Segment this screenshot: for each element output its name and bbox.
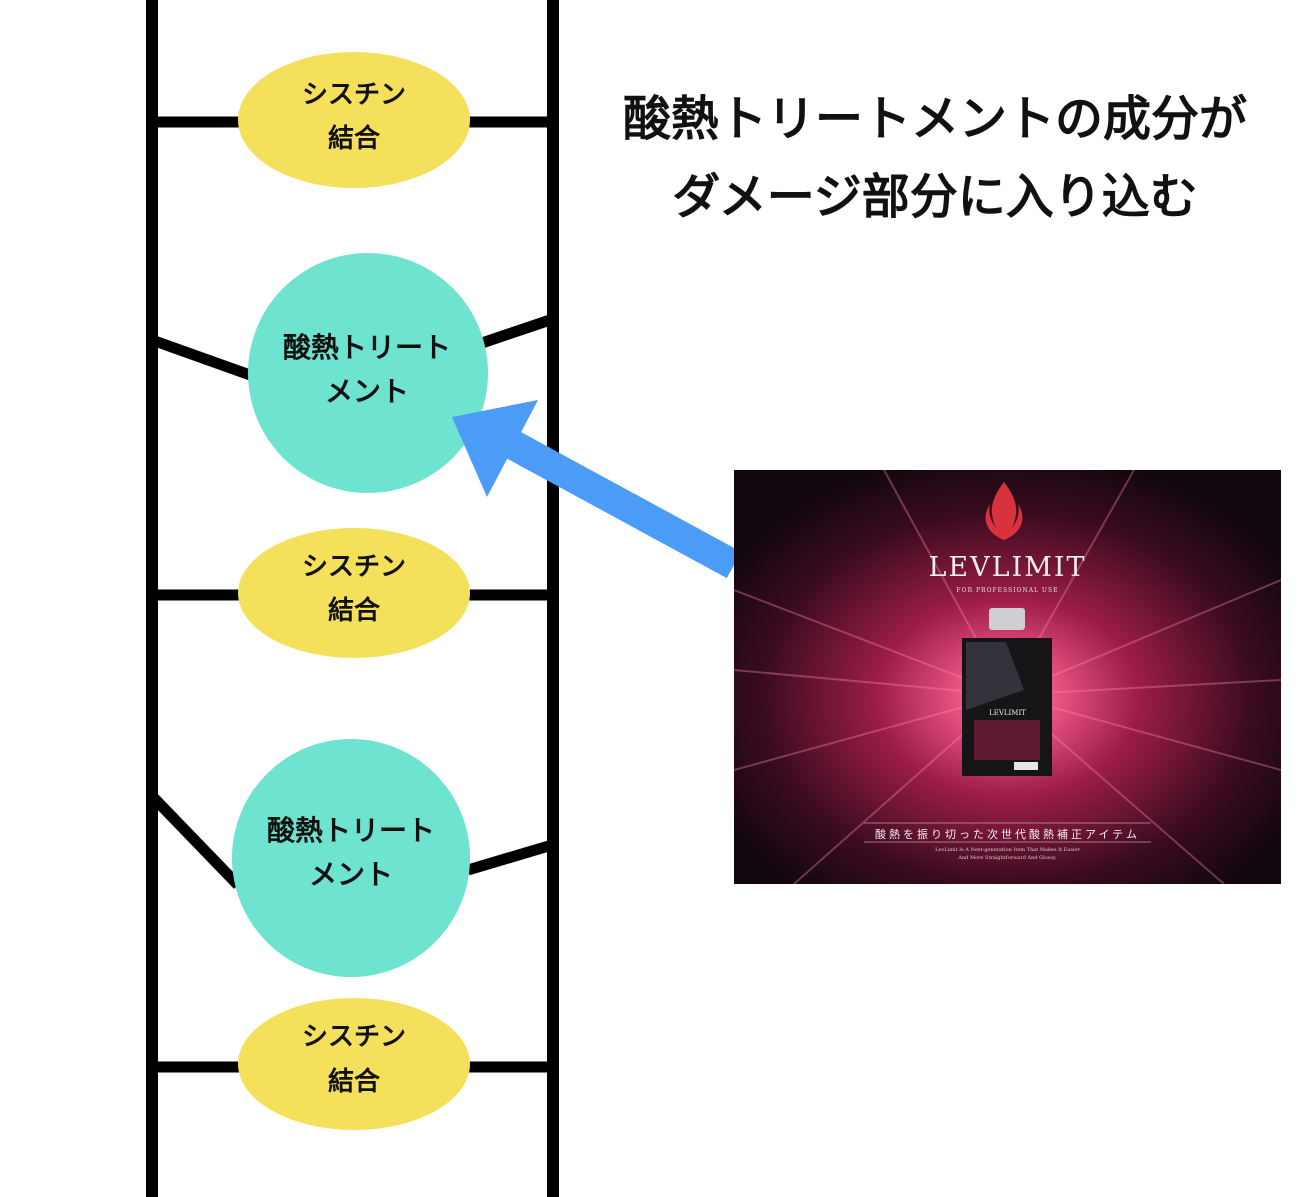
- product-pouch: [962, 608, 1052, 776]
- node-label-line2: 結合: [328, 1066, 381, 1097]
- cystine-bond-node: シスチン 結合: [238, 52, 470, 188]
- product-image: LEVLIMIT FOR PROFESSIONAL USE LEVLIMIT 酸…: [734, 470, 1281, 884]
- acid-heat-treatment-node: 酸熱トリート メント: [232, 739, 470, 977]
- node-label-line2: メント: [309, 858, 393, 891]
- brand-logo-text: LEVLIMIT: [928, 552, 1087, 583]
- flame-icon: [985, 482, 1023, 540]
- node-label-line1: 酸熱トリート: [283, 331, 451, 364]
- tagline-en-line2: And More Straightforward And Glossy.: [958, 855, 1057, 861]
- cystine-bond-node: シスチン 結合: [238, 528, 470, 658]
- treatment-bond-line-left: [150, 334, 252, 381]
- cystine-bond-node: シスチン 結合: [238, 998, 470, 1130]
- heading-line2: ダメージ部分に入り込む: [672, 169, 1198, 225]
- acid-heat-treatment-node: 酸熱トリート メント: [248, 253, 488, 493]
- treatment-bond-line-right: [466, 839, 554, 876]
- treatment-bond-line-right: [480, 314, 552, 349]
- node-label-line1: 酸熱トリート: [267, 814, 435, 847]
- node-label-line1: シスチン: [302, 1022, 406, 1052]
- brand-subtitle: FOR PROFESSIONAL USE: [956, 587, 1059, 594]
- diagram-heading: 酸熱トリートメントの成分が ダメージ部分に入り込む: [570, 80, 1300, 236]
- product-tagline: 酸熱を振り切った次世代酸熱補正アイテム: [875, 828, 1140, 841]
- penetration-arrow: [452, 400, 742, 579]
- product-tagline-english: LevLimit Is A Next-generation Item That …: [734, 846, 1281, 862]
- node-label-line1: シスチン: [302, 80, 406, 110]
- node-label-line2: 結合: [328, 123, 381, 154]
- tagline-en-line1: LevLimit Is A Next-generation Item That …: [935, 847, 1080, 853]
- node-label-line1: シスチン: [302, 552, 406, 582]
- treatment-bond-line-left: [148, 792, 242, 889]
- product-background: [734, 470, 1281, 884]
- node-label-line2: 結合: [328, 595, 381, 626]
- heading-line1: 酸熱トリートメントの成分が: [622, 91, 1247, 147]
- pouch-label: LEVLIMIT: [989, 709, 1026, 717]
- node-label-line2: メント: [325, 375, 409, 408]
